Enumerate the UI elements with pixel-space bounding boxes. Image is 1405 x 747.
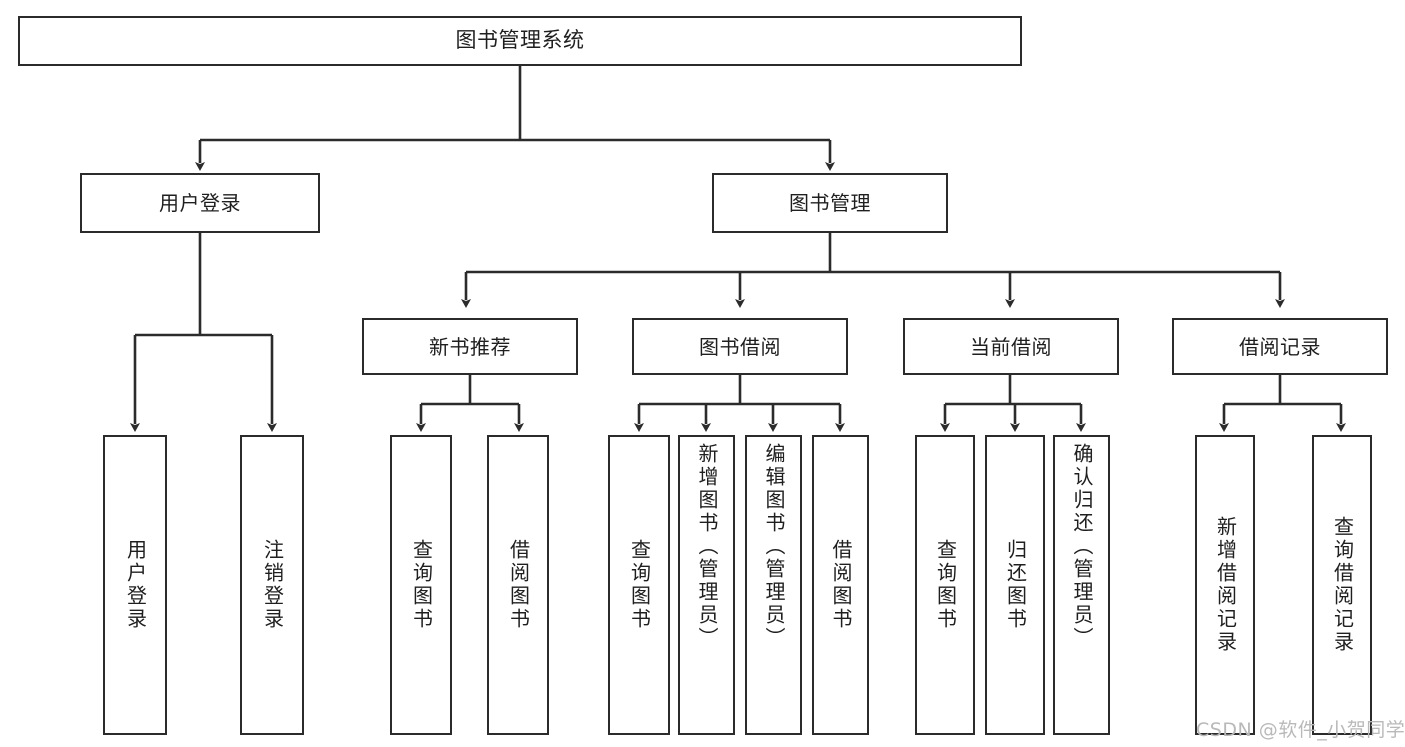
node-label: 用户登录 [159,191,241,215]
leaf-confirm-return-admin[interactable]: 确认归还（管理员） [1053,435,1110,735]
leaf-add-borrow-record[interactable]: 新增借阅记录 [1195,435,1255,735]
leaf-query-book-borrow[interactable]: 查询图书 [608,435,670,735]
node-label: 图书管理 [789,191,871,215]
leaf-user-login[interactable]: 用户登录 [103,435,167,735]
node-root[interactable]: 图书管理系统 [18,16,1022,66]
node-label: 借阅记录 [1239,334,1321,359]
node-label: 图书管理系统 [455,28,585,53]
node-label: 用户登录 [123,539,148,631]
node-label: 新增图书（管理员） [695,443,719,650]
leaf-add-book-admin[interactable]: 新增图书（管理员） [678,435,735,735]
leaf-query-book-recommend[interactable]: 查询图书 [390,435,452,735]
node-label: 图书借阅 [699,334,781,359]
node-label: 借阅图书 [829,539,853,631]
node-label: 新增借阅记录 [1213,516,1238,654]
leaf-borrow-book[interactable]: 借阅图书 [812,435,869,735]
node-new-book-recommend[interactable]: 新书推荐 [362,318,578,375]
node-label: 借阅图书 [506,539,531,631]
leaf-borrow-book-recommend[interactable]: 借阅图书 [487,435,549,735]
leaf-edit-book-admin[interactable]: 编辑图书（管理员） [745,435,802,735]
node-label: 新书推荐 [429,334,511,359]
node-label: 查询借阅记录 [1330,516,1355,654]
node-label: 查询图书 [409,539,434,631]
node-label: 归还图书 [1003,539,1028,631]
node-user-login[interactable]: 用户登录 [80,173,320,233]
node-label: 注销登录 [260,539,285,631]
leaf-logout[interactable]: 注销登录 [240,435,304,735]
node-book-management[interactable]: 图书管理 [712,173,948,233]
leaf-return-book[interactable]: 归还图书 [985,435,1045,735]
leaf-query-borrow-record[interactable]: 查询借阅记录 [1312,435,1372,735]
node-label: 当前借阅 [970,334,1052,359]
node-label: 确认归还（管理员） [1070,443,1094,650]
node-current-borrow[interactable]: 当前借阅 [903,318,1119,375]
node-book-borrow[interactable]: 图书借阅 [632,318,848,375]
node-label: 查询图书 [933,539,958,631]
node-label: 查询图书 [627,539,652,631]
leaf-query-book-current[interactable]: 查询图书 [915,435,975,735]
node-label: 编辑图书（管理员） [762,443,786,650]
watermark: CSDN @软件_小贺同学 [1196,719,1405,741]
node-borrow-record[interactable]: 借阅记录 [1172,318,1388,375]
